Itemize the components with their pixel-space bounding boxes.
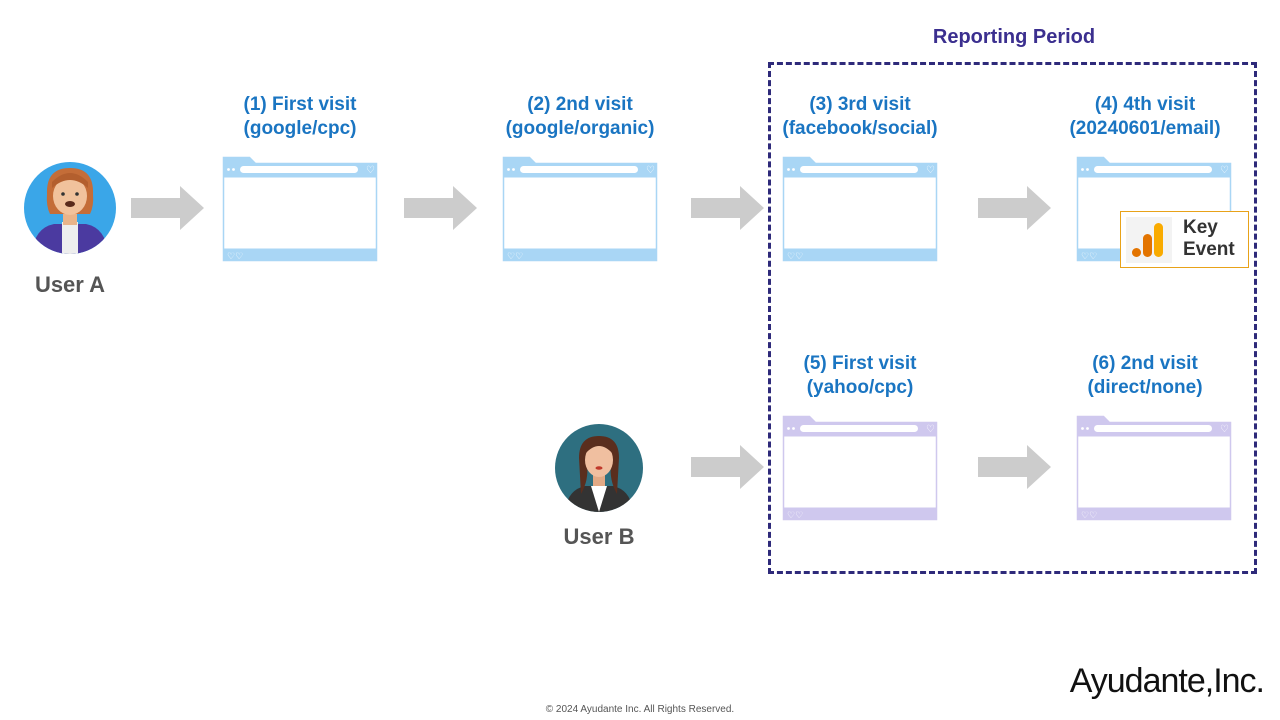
browser-window-icon: ♡ ♡♡ xyxy=(502,156,658,262)
svg-text:♡♡: ♡♡ xyxy=(787,251,803,261)
svg-text:♡♡: ♡♡ xyxy=(787,510,803,520)
arrow-user-a-to-visit-1 xyxy=(131,186,204,230)
visit-5-label: (5) First visit(yahoo/cpc) xyxy=(803,353,917,398)
svg-text:♡: ♡ xyxy=(1220,165,1229,176)
svg-text:♡: ♡ xyxy=(926,165,935,176)
svg-text:♡♡: ♡♡ xyxy=(1081,510,1097,520)
visit-6-label: (6) 2nd visit(direct/none) xyxy=(1087,353,1203,398)
arrow-visit-2-to-visit-3 xyxy=(691,186,764,230)
visit-3-label: (3) 3rd visit(facebook/social) xyxy=(782,94,938,139)
copyright-footer: © 2024 Ayudante Inc. All Rights Reserved… xyxy=(545,704,735,715)
browser-window-icon: ♡ ♡♡ xyxy=(782,156,938,262)
browser-window-icon: ♡ ♡♡ xyxy=(782,415,938,521)
reporting-period-title: Reporting Period xyxy=(932,26,1096,48)
svg-text:♡: ♡ xyxy=(926,424,935,435)
user-b-avatar xyxy=(555,424,643,512)
analytics-icon xyxy=(1126,217,1172,263)
company-logo: Ayudante,Inc. xyxy=(1069,662,1265,700)
svg-text:♡♡: ♡♡ xyxy=(227,251,243,261)
svg-text:♡♡: ♡♡ xyxy=(507,251,523,261)
svg-text:♡: ♡ xyxy=(366,165,375,176)
visit-2-label: (2) 2nd visit(google/organic) xyxy=(505,94,655,139)
reporting-period-box xyxy=(768,62,1257,574)
arrow-visit-5-to-visit-6 xyxy=(978,445,1051,489)
svg-text:♡: ♡ xyxy=(1220,424,1229,435)
visit-4-label: (4) 4th visit(20240601/email) xyxy=(1069,94,1221,139)
user-a-label: User A xyxy=(34,272,106,297)
user-b-label: User B xyxy=(563,524,635,549)
visit-1-label: (1) First visit(google/cpc) xyxy=(243,94,357,139)
arrow-visit-1-to-visit-2 xyxy=(404,186,477,230)
browser-window-icon: ♡ ♡♡ xyxy=(1076,415,1232,521)
arrow-visit-3-to-visit-4 xyxy=(978,186,1051,230)
svg-text:♡: ♡ xyxy=(646,165,655,176)
user-a-avatar xyxy=(24,162,116,254)
browser-window-icon: ♡ ♡♡ xyxy=(222,156,378,262)
arrow-user-b-to-visit-5 xyxy=(691,445,764,489)
svg-text:♡♡: ♡♡ xyxy=(1081,251,1097,261)
